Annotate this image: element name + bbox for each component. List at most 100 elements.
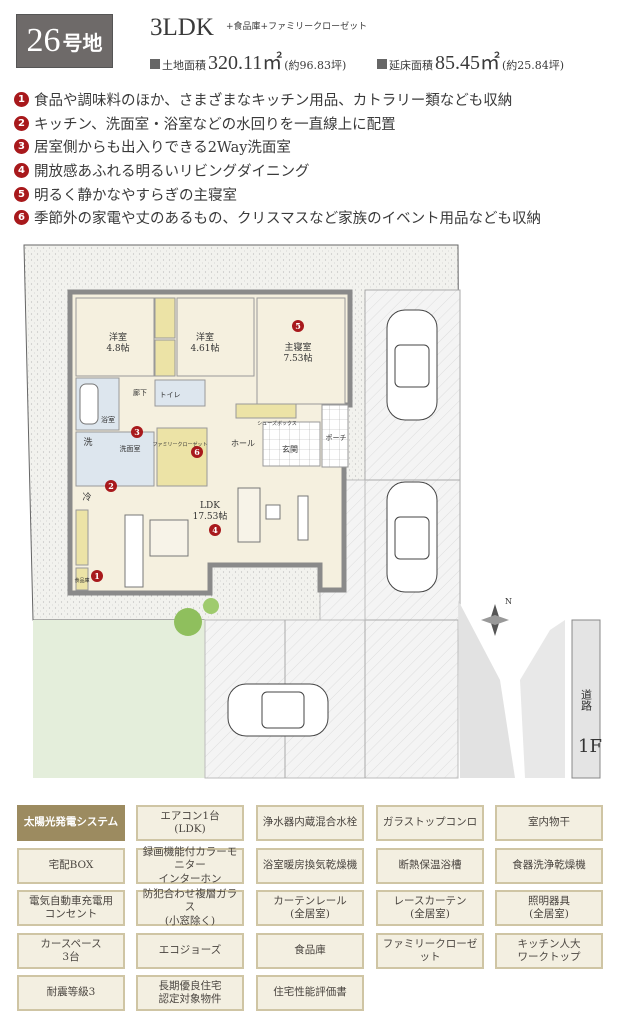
feature-tag: エアコン1台 (LDK) [136,805,244,841]
feature-tag: 住宅性能評価書 [256,975,364,1011]
plan-extra: +食品庫+ファミリークローゼット [226,22,368,32]
car-icon [227,683,329,737]
plan-number-badge-icon [191,446,203,458]
label-porch: ポーチ [326,434,347,442]
feature-tag: 浴室暖房換気乾燥機 [256,848,364,884]
feature-tag: 食器洗浄乾燥機 [495,848,603,884]
label-master-size: 7.53帖 [283,352,312,364]
tv-board [297,495,309,541]
room-master [256,297,346,405]
label-corridor: 廊下 [133,388,147,397]
feature-tag: キッチン人大 ワークトップ [495,933,603,969]
closet [154,297,176,339]
feature-tag: エコジョーズ [136,933,244,969]
point-item: 1 食品や調味料のほか、さまざまなキッチン用品、カトラリー類なども収納 [14,88,541,112]
label-bath: 浴室 [101,415,115,424]
feature-points: 1 食品や調味料のほか、さまざまなキッチン用品、カトラリー類なども収納 2 キッチン、… [14,88,541,230]
car-icon [386,309,438,421]
plan-number-badge: 1 [94,571,100,581]
plan-type: 3LDK [150,14,214,41]
label-family-closet: ファミリークローゼット [152,441,207,448]
lot-number: 26 [26,22,61,59]
number-badge-icon: 1 [14,92,29,108]
shoe-box [235,403,297,419]
tree-icon [203,598,219,614]
plan-number-badge-icon [105,480,117,492]
feature-tag: 防犯合わせ複層ガラス (小窓除く) [136,888,244,927]
floor-area-value: 85.45㎡ [435,52,500,74]
feature-tag: ガラストップコンロ [376,805,484,841]
label-hall: ホール [231,439,255,448]
point-text: キッチン、洗面室・浴室などの水回りを一直線上に配置 [34,116,396,133]
coffee-table [265,504,281,520]
point-text: 季節外の家電や丈のあるもの、クリスマスなど家族のイベント用品なども収納 [34,211,542,228]
floor-area-tsubo: (約25.84坪) [502,59,565,72]
floor-area-label: 延床面積 [389,59,433,72]
plan-number-badge: 4 [212,525,218,535]
road-label: 道路 [580,688,593,712]
square-bullet-icon [377,59,387,69]
road [571,619,601,779]
tree-icon [174,608,202,636]
feature-tag: 断熱保温浴槽 [376,848,484,884]
label-washroom: 洗面室 [120,444,141,453]
feature-tag: 長期優良住宅 認定対象物件 [136,975,244,1011]
room-washroom [75,431,155,487]
feature-tag: 録画機能付カラーモニター インターホン [136,846,244,885]
feature-tag: 電気自動車充電用 コンセント [17,890,125,926]
plan-number-badge-icon [131,426,143,438]
plan-number-badge: 3 [134,427,140,437]
kitchen-counter [124,514,144,588]
lot-suffix: 号地 [62,30,103,55]
point-text: 明るく静かなやすらぎの主寝室 [34,187,237,204]
label-master: 主寝室 [284,341,311,353]
room-western1 [75,297,155,377]
label-western1-size: 4.8帖 [106,342,129,354]
feature-tag: ファミリークローゼット [376,933,484,969]
entrance [262,421,321,467]
label-pantry: 食品庫 [74,577,89,584]
feature-tag: カーテンレール (全居室) [256,890,364,926]
label-washer: 洗 [83,436,92,448]
label-ldk-size: 17.53帖 [193,510,228,522]
feature-tag: 照明器具 (全居室) [495,890,603,926]
label-western2: 洋室 [196,331,214,343]
plan-number-badge-icon [292,320,304,332]
feature-tag: 太陽光発電システム [17,805,125,841]
north-label: N [505,597,512,606]
label-entrance: 玄関 [282,444,298,454]
feature-tag: 宅配BOX [17,848,125,884]
feature-tag: 食品庫 [256,933,364,969]
number-badge-icon: 3 [14,139,29,155]
sofa [237,487,261,543]
porch [321,404,349,468]
square-bullet-icon [150,59,160,69]
point-item: 2 キッチン、洗面室・浴室などの水回りを一直線上に配置 [14,112,541,136]
service-counter [75,509,89,566]
lawn [33,620,205,778]
plan-number-badge: 2 [108,481,114,491]
feature-tag: 室内物干 [495,805,603,841]
plan-number-badge-icon [91,570,103,582]
feature-tag: 耐震等級3 [17,975,125,1011]
road-side [458,600,515,778]
label-shoe-box: シューズボックス [257,420,297,427]
land-area-value: 320.11㎡ [208,52,283,74]
land-area-label: 土地面積 [162,59,206,72]
north-compass-icon: N [481,597,512,636]
dining-table [149,519,189,557]
point-text: 食品や調味料のほか、さまざまなキッチン用品、カトラリー類なども収納 [34,93,513,110]
feature-tag: レースカーテン (全居室) [376,890,484,926]
point-item: 3 居室側からも出入りできる2Way洗面室 [14,135,541,159]
point-text: 居室側からも出入りできる2Way洗面室 [34,140,291,157]
label-western1: 洋室 [109,331,127,343]
floor-label: 1F [578,736,602,757]
plan-number-badge: 6 [194,447,200,457]
label-western2-size: 4.61帖 [190,342,219,354]
number-badge-icon: 2 [14,115,29,131]
